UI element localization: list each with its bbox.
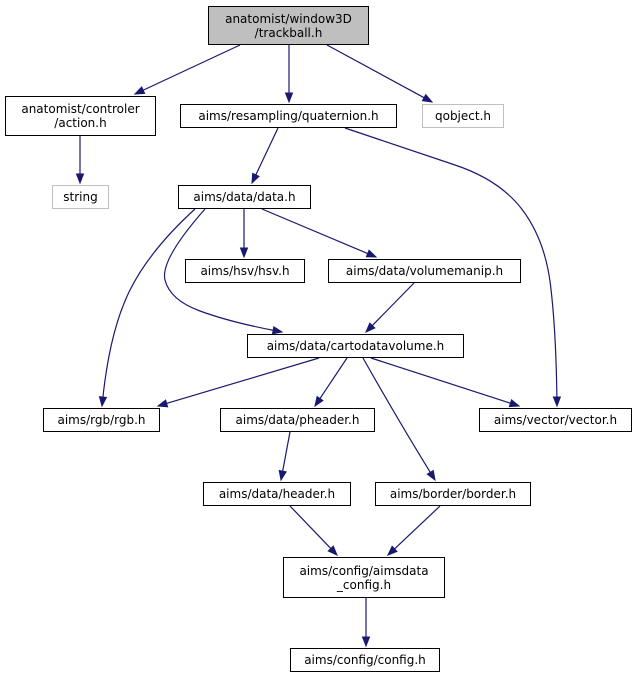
node-data[interactable]: aims/data/data.h [178, 185, 311, 209]
node-vector[interactable]: aims/vector/vector.h [479, 408, 632, 432]
edge-data-to-volumemanip [261, 208, 369, 255]
node-hsv[interactable]: aims/hsv/hsv.h [185, 259, 305, 283]
node-quaternion[interactable]: aims/resampling/quaternion.h [180, 104, 397, 128]
node-string[interactable]: string [52, 185, 109, 209]
edge-cartodatavolume-to-vector [370, 357, 512, 405]
edge-arrowhead-trackball-to-qobject [421, 93, 434, 103]
edge-quaternion-to-data [254, 127, 279, 177]
node-trackball-line-2: /trackball.h [254, 25, 323, 40]
edge-data-to-rgb [102, 208, 196, 399]
edge-cartodatavolume-to-pheader [318, 357, 348, 400]
node-vector-label: aims/vector/vector.h [493, 413, 618, 427]
edge-header-to-aimsdata_config [289, 505, 332, 550]
edge-arrowhead-cartodatavolume-to-border [426, 469, 436, 482]
edge-arrowhead-cartodatavolume-to-vector [508, 399, 521, 408]
edge-arrowhead-data-to-cartodatavolume [271, 326, 284, 335]
edge-trackball-to-action [141, 44, 241, 92]
edge-arrowhead-data-to-hsv [239, 247, 249, 259]
node-border[interactable]: aims/border/border.h [375, 482, 531, 506]
edge-arrowhead-border-to-aimsdata_config [386, 545, 398, 556]
node-action[interactable]: anatomist/controler /action.h [5, 96, 156, 136]
node-action-line-1: anatomist/controler [21, 102, 140, 116]
edge-arrowhead-data-to-rgb [98, 396, 108, 408]
node-trackball[interactable]: anatomist/window3D /trackball.h [208, 6, 369, 45]
edge-data-to-cartodatavolume [163, 208, 275, 332]
edge-arrowhead-cartodatavolume-to-pheader [314, 395, 324, 408]
edge-arrowhead-data-to-volumemanip [365, 249, 378, 258]
edge-border-to-aimsdata_config [393, 505, 441, 550]
node-rgb-label: aims/rgb/rgb.h [57, 413, 146, 427]
edge-arrowhead-cartodatavolume-to-rgb [156, 399, 169, 408]
edge-arrowhead-quaternion-to-data [251, 172, 260, 185]
node-action-line-2: /action.h [54, 116, 107, 130]
node-pheader[interactable]: aims/data/pheader.h [220, 408, 375, 432]
node-rgb[interactable]: aims/rgb/rgb.h [43, 408, 160, 432]
node-header[interactable]: aims/data/header.h [203, 482, 351, 506]
edge-volumemanip-to-cartodatavolume [371, 282, 415, 327]
node-volumemanip-label: aims/data/volumemanip.h [345, 264, 504, 278]
node-quaternion-label: aims/resampling/quaternion.h [198, 109, 379, 123]
edge-pheader-to-header [281, 431, 291, 473]
node-aimsdata-config[interactable]: aims/config/aimsdata _config.h [283, 557, 445, 598]
node-cartodatavolume[interactable]: aims/data/cartodatavolume.h [247, 334, 464, 358]
node-header-label: aims/data/header.h [218, 487, 336, 501]
edge-arrowhead-quaternion-to-vector [552, 396, 562, 408]
node-cartodatavolume-label: aims/data/cartodatavolume.h [266, 339, 445, 353]
node-qobject-label: qobject.h [434, 109, 491, 123]
node-aimsdata-config-line-2: _config.h [336, 577, 392, 592]
node-pheader-label: aims/data/pheader.h [235, 413, 360, 427]
node-hsv-label: aims/hsv/hsv.h [200, 264, 290, 278]
node-string-label: string [63, 190, 98, 204]
node-data-label: aims/data/data.h [193, 190, 296, 204]
edge-arrowhead-aimsdata_config-to-config [361, 636, 371, 648]
edge-arrowhead-header-to-aimsdata_config [327, 545, 338, 556]
node-trackball-line-1: anatomist/window3D [225, 11, 352, 26]
node-aimsdata-config-line-1: aims/config/aimsdata [299, 563, 429, 578]
node-qobject[interactable]: qobject.h [422, 104, 504, 128]
edge-cartodatavolume-to-rgb [165, 357, 320, 405]
edge-arrowhead-trackball-to-quaternion [284, 92, 294, 104]
edge-quaternion-to-vector [344, 127, 558, 399]
edge-trackball-to-qobject [326, 44, 426, 99]
edge-arrowhead-trackball-to-action [133, 86, 146, 95]
edge-cartodatavolume-to-border [362, 357, 432, 474]
node-config-label: aims/config/config.h [304, 653, 426, 667]
edge-arrowhead-pheader-to-header [278, 469, 287, 482]
node-border-label: aims/border/border.h [389, 487, 517, 501]
node-config[interactable]: aims/config/config.h [290, 648, 440, 672]
edge-arrowhead-volumemanip-to-cartodatavolume [365, 322, 376, 333]
node-volumemanip[interactable]: aims/data/volumemanip.h [328, 259, 521, 283]
edge-arrowhead-action-to-string [75, 173, 85, 185]
